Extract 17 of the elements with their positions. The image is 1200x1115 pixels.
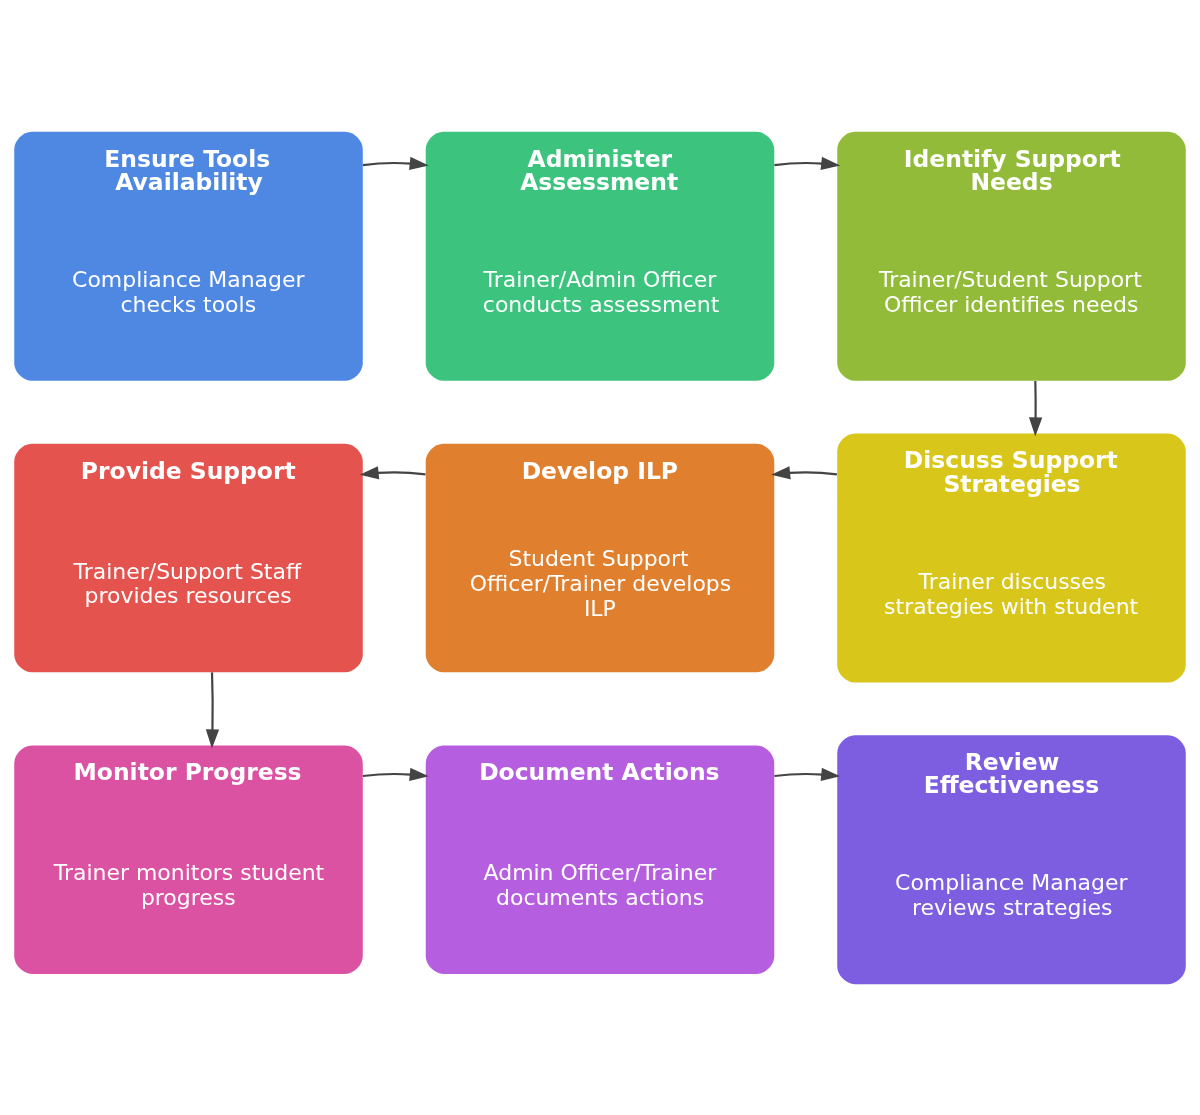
node-box: Document Actions Admin Officer/Trainer documents actions	[425, 744, 775, 974]
arrow	[362, 156, 429, 170]
node-box: Identify Support Needs Trainer/Student Support Officer identifies needs	[837, 131, 1186, 381]
node-box: Develop ILP Student Support Officer/Trainer develops ILP	[425, 443, 775, 672]
node-box: Monitor Progress Trainer monitors student progress	[14, 744, 363, 974]
arrow	[774, 767, 841, 781]
arrow	[362, 767, 429, 781]
arrow	[205, 671, 220, 748]
arrow	[359, 465, 426, 479]
arrow	[771, 465, 838, 479]
node-box: Provide Support Trainer/Support Staff provides resources	[14, 443, 363, 672]
node-box: Discuss Support Strategies Trainer discusses strategies with student	[837, 433, 1186, 682]
arrow	[1028, 380, 1043, 436]
node-box: Administer Assessment Trainer/Admin Officer conducts assessment	[425, 131, 775, 381]
node-box: Ensure Tools Availability Compliance Manager checks tools	[14, 131, 363, 381]
arrow	[774, 156, 841, 170]
node-box: Review Effectiveness Compliance Manager reviews strategies	[837, 734, 1186, 984]
